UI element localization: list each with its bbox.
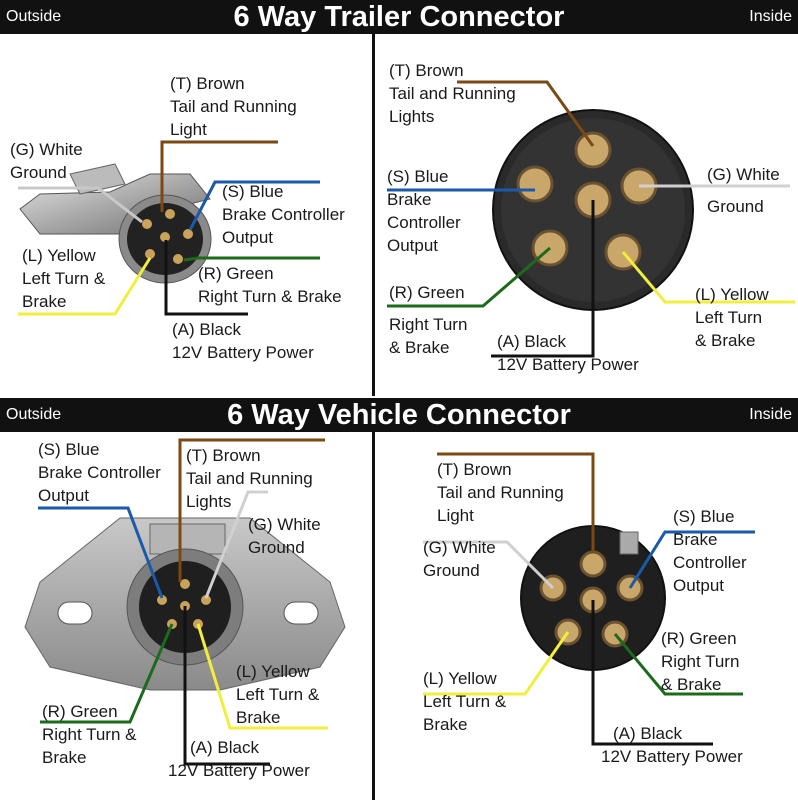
bottom-divider xyxy=(372,432,375,800)
vehicle-outside-diagram xyxy=(24,438,346,766)
trailer-outside-diagram xyxy=(18,140,320,316)
trailer-outside-blue-wire xyxy=(188,180,320,231)
vehicle-outside-label: Outside xyxy=(6,406,62,423)
trailer-title: 6 Way Trailer Connector xyxy=(233,1,565,33)
vehicle-inside-brown-wire xyxy=(437,452,595,552)
vehicle-inside-diagram xyxy=(423,452,755,746)
vehicle-title: 6 Way Vehicle Connector xyxy=(227,399,571,431)
vehicle-outside-green-wire xyxy=(40,623,174,724)
vehicle-outside-blue-wire xyxy=(38,506,164,599)
trailer-outside-white-wire xyxy=(18,186,143,224)
vehicle-header-bar: 6 Way Vehicle Connector Outside Inside xyxy=(0,398,798,432)
trailer-outside-black-wire xyxy=(164,240,248,316)
vehicle-outside-yellow-wire xyxy=(196,623,328,730)
trailer-inside-diagram xyxy=(387,80,795,358)
trailer-inside-black-wire xyxy=(491,200,595,358)
vehicle-inside-black-wire xyxy=(591,600,713,746)
vehicle-inside-blue-wire xyxy=(628,530,755,589)
vehicle-inside-label: Inside xyxy=(749,406,792,423)
vehicle-outside-black-wire xyxy=(183,606,270,766)
trailer-header-bar: 6 Way Trailer Connector Outside Inside xyxy=(0,0,798,34)
trailer-inside-yellow-wire xyxy=(621,251,795,304)
vehicle-inside-green-wire xyxy=(613,633,743,696)
vehicle-inside-yellow-wire xyxy=(423,631,570,696)
trailer-outside-label: Outside xyxy=(6,8,62,25)
trailer-inside-label: Inside xyxy=(749,8,792,25)
vehicle-inside-white-wire xyxy=(423,540,555,590)
trailer-outside-yellow-wire xyxy=(18,257,152,316)
vehicle-outside-white-wire xyxy=(204,490,268,599)
trailer-inside-green-wire xyxy=(387,246,551,308)
trailer-inside-brown-wire xyxy=(457,80,595,147)
trailer-outside-green-wire xyxy=(183,256,320,262)
vehicle-outside-brown-wire xyxy=(178,438,325,582)
trailer-outside-brown-wire xyxy=(160,140,278,212)
top-divider xyxy=(372,34,375,396)
